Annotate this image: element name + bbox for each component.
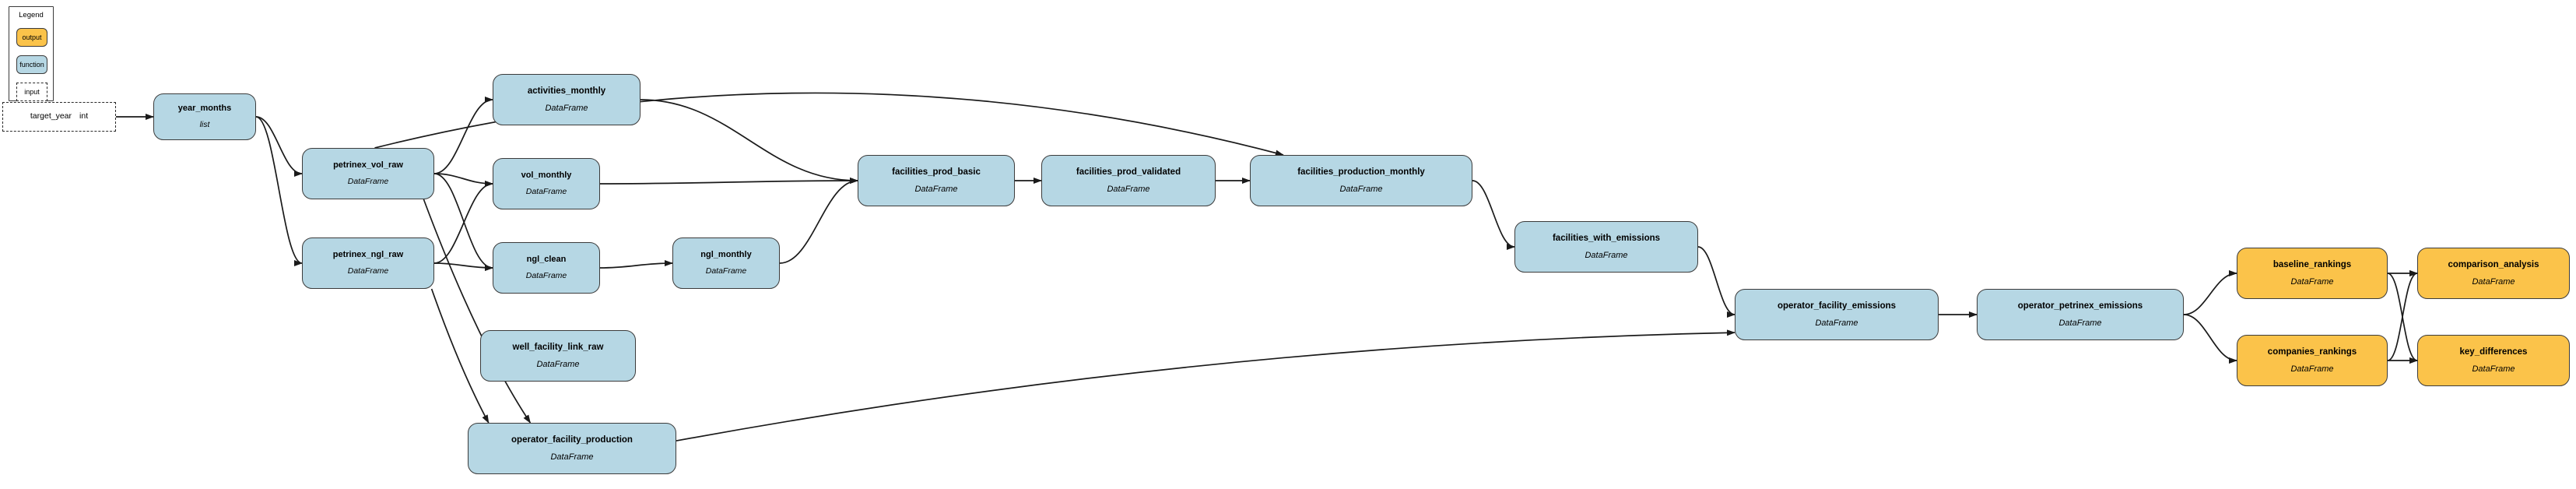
node-title: companies_rankings — [2267, 347, 2357, 357]
node-title: facilities_prod_basic — [892, 167, 981, 177]
node-type-label: DataFrame — [525, 270, 567, 280]
edge-operator_facility_production-to-operator_facility_emissions — [676, 329, 1735, 442]
node-title: facilities_prod_validated — [1076, 167, 1181, 177]
edge-baseline_rankings-to-key_differences — [2387, 273, 2418, 364]
node-type-label: DataFrame — [1815, 318, 1858, 328]
node-title: vol_monthly — [521, 171, 572, 181]
node-type-label: DataFrame — [525, 186, 567, 196]
node-type-label: DataFrame — [2472, 276, 2515, 287]
node-title: baseline_rankings — [2272, 259, 2352, 269]
node-title: ngl_monthly — [700, 250, 752, 260]
edge-petrinex_vol_raw-to-operator_facility_production — [423, 199, 532, 424]
node-title: petrinex_ngl_raw — [332, 250, 404, 260]
node-type-label: list — [199, 119, 210, 129]
edge-petrinex_vol_raw-to-vol_monthly — [433, 173, 493, 187]
node-title: target_year — [30, 111, 72, 121]
edge-operator_petrinex_emissions-to-companies_rankings — [2183, 314, 2237, 364]
edge-petrinex_vol_raw-to-ngl_clean — [433, 173, 493, 271]
node-title: well_facility_link_raw — [512, 342, 604, 352]
legend-item-output: output — [16, 28, 47, 47]
node-type-label: DataFrame — [2290, 364, 2334, 374]
node-title: year_months — [177, 104, 232, 114]
edge-facilities_with_emissions-to-operator_facility_emissions — [1697, 246, 1735, 318]
edge-petrinex_ngl_raw-to-ngl_clean — [433, 262, 493, 271]
legend-box: Legend output function input — [9, 6, 54, 101]
node-type-label: DataFrame — [347, 266, 389, 276]
node-type-label: DataFrame — [2290, 276, 2334, 287]
node-title: activities_monthly — [527, 86, 606, 96]
edge-ngl_monthly-to-facilities_prod_basic — [779, 178, 858, 264]
node-title: comparison_analysis — [2448, 259, 2539, 269]
edge-activities_monthly-to-facilities_prod_basic — [640, 99, 858, 184]
node-title: ngl_clean — [526, 255, 567, 265]
node-title: operator_petrinex_emissions — [2017, 301, 2143, 311]
edge-companies_rankings-to-comparison_analysis — [2387, 270, 2418, 361]
node-type-label: DataFrame — [705, 266, 747, 276]
legend-item-function: function — [16, 55, 47, 74]
legend-item-input: input — [16, 83, 47, 101]
node-type-label: int — [79, 111, 89, 121]
node-type-label: DataFrame — [2058, 318, 2102, 328]
node-type-label: DataFrame — [1107, 184, 1150, 194]
node-title: key_differences — [2459, 347, 2528, 357]
edge-petrinex_ngl_raw-to-vol_monthly — [433, 181, 493, 264]
node-type-label: DataFrame — [1585, 250, 1628, 260]
node-type-label: DataFrame — [550, 452, 594, 462]
node-target_year[interactable]: target_year int — [2, 102, 116, 132]
edge-petrinex_vol_raw-to-activities_monthly — [433, 97, 493, 174]
node-title: operator_facility_emissions — [1777, 301, 1897, 311]
node-title: operator_facility_production — [511, 434, 633, 445]
node-type-label: DataFrame — [2472, 364, 2515, 374]
node-title: facilities_production_monthly — [1297, 167, 1425, 177]
legend-title: Legend — [19, 11, 44, 19]
node-type-label: DataFrame — [914, 184, 958, 194]
edge-ngl_clean-to-ngl_monthly — [599, 260, 673, 269]
node-type-label: DataFrame — [536, 359, 580, 369]
edge-year_months-to-petrinex_ngl_raw — [255, 116, 303, 266]
node-title: petrinex_vol_raw — [333, 160, 403, 171]
node-title: facilities_with_emissions — [1552, 233, 1661, 243]
node-type-label: DataFrame — [347, 176, 389, 186]
node-type-label: DataFrame — [545, 103, 588, 113]
edge-facilities_production_monthly-to-facilities_with_emissions — [1472, 180, 1515, 250]
edge-operator_petrinex_emissions-to-baseline_rankings — [2183, 270, 2237, 315]
node-type-label: DataFrame — [1339, 184, 1383, 194]
edge-vol_monthly-to-facilities_prod_basic — [599, 178, 858, 185]
edge-year_months-to-petrinex_vol_raw — [255, 116, 303, 177]
